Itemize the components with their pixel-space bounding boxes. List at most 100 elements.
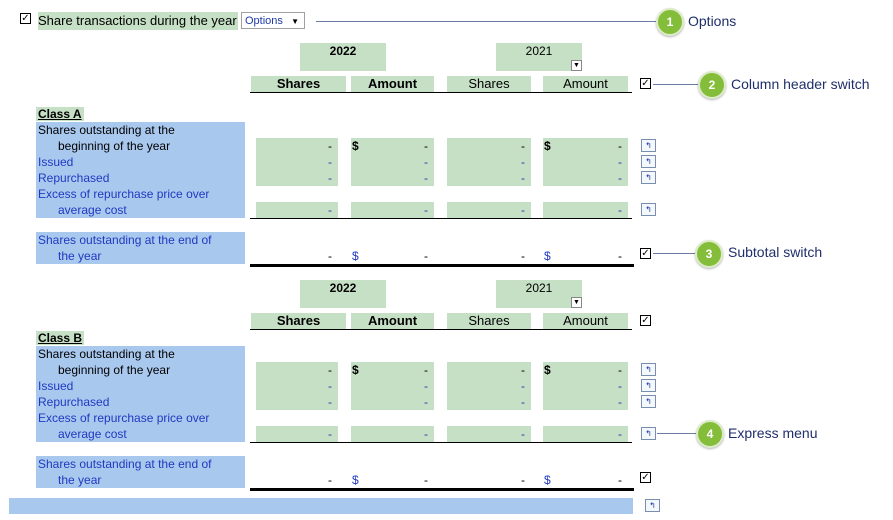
class-a-r2-c1[interactable]: - bbox=[328, 155, 332, 169]
col-header-shares-prior-a: Shares bbox=[447, 76, 531, 92]
express-menu-icon[interactable]: ↰ bbox=[641, 363, 656, 376]
class-b-r1-c3[interactable]: - bbox=[521, 363, 525, 377]
year-current-a: 2022 bbox=[300, 43, 386, 71]
callout-2-text: Column header switch bbox=[731, 76, 870, 92]
class-b-col1-block bbox=[256, 362, 338, 410]
chevron-down-icon: ▼ bbox=[291, 17, 299, 26]
express-menu-icon[interactable]: ↰ bbox=[641, 139, 656, 152]
class-b-col3-block bbox=[447, 362, 531, 410]
class-a-r1-c2[interactable]: $- bbox=[352, 139, 428, 153]
express-menu-icon[interactable]: ↰ bbox=[641, 395, 656, 408]
class-a-r1-c1[interactable]: - bbox=[328, 139, 332, 153]
options-button-label: Options bbox=[245, 15, 283, 27]
year-current-a-label: 2022 bbox=[329, 44, 357, 58]
class-a-total-rule bbox=[250, 264, 634, 267]
dropdown-arrow-icon[interactable]: ▼ bbox=[571, 60, 582, 71]
footer-add-row-bar[interactable] bbox=[9, 498, 633, 514]
express-menu-icon[interactable]: ↰ bbox=[641, 155, 656, 168]
class-a-issued-label[interactable]: Issued bbox=[38, 155, 74, 169]
class-b-row1-label2: beginning of the year bbox=[58, 363, 171, 377]
express-menu-icon[interactable]: ↰ bbox=[641, 427, 656, 440]
class-b-r1-c4[interactable]: $- bbox=[544, 363, 622, 377]
class-a-excess-label1[interactable]: Excess of repurchase price over bbox=[38, 187, 210, 201]
class-b-r4-c1[interactable]: - bbox=[256, 426, 338, 442]
class-b-r3-c1[interactable]: - bbox=[328, 395, 332, 409]
class-a-excess-label2[interactable]: average cost bbox=[58, 203, 127, 217]
class-b-r1-c2[interactable]: $- bbox=[352, 363, 428, 377]
class-a-repurchased-label[interactable]: Repurchased bbox=[38, 171, 110, 185]
class-a-r2-c3[interactable]: - bbox=[521, 155, 525, 169]
class-b-r2-c4[interactable]: - bbox=[618, 379, 622, 393]
class-b-total-c3: - bbox=[521, 473, 525, 487]
class-b-total-c2: $- bbox=[352, 473, 428, 487]
class-b-excess-label2[interactable]: average cost bbox=[58, 427, 127, 441]
express-menu-icon[interactable]: ↰ bbox=[641, 171, 656, 184]
express-menu-icon[interactable]: ↰ bbox=[645, 499, 660, 512]
class-a-row1-label2: beginning of the year bbox=[58, 139, 171, 153]
col-header-amount-prior-b: Amount bbox=[543, 313, 628, 329]
class-a-subtotal-rule bbox=[250, 218, 632, 219]
class-a-total-c3: - bbox=[521, 249, 525, 263]
callout-2-badge: 2 bbox=[698, 71, 726, 99]
class-b-r2-c2[interactable]: - bbox=[424, 379, 428, 393]
class-b-total-label1[interactable]: Shares outstanding at the end of bbox=[38, 457, 212, 471]
callout-1-text: Options bbox=[688, 13, 737, 29]
class-b-r1-c1[interactable]: - bbox=[328, 363, 332, 377]
col-header-amount-current-b: Amount bbox=[351, 313, 434, 329]
col-header-shares-current-a: Shares bbox=[251, 76, 346, 92]
class-b-row1-label1: Shares outstanding at the bbox=[38, 347, 175, 361]
class-b-r3-c4[interactable]: - bbox=[618, 395, 622, 409]
section-checkbox[interactable]: ✓ bbox=[20, 13, 31, 24]
section-title: Share transactions during the year bbox=[38, 12, 238, 30]
class-b-label-block bbox=[36, 346, 245, 442]
subtotal-switch-b[interactable]: ✓ bbox=[640, 472, 651, 483]
dropdown-arrow-icon[interactable]: ▼ bbox=[571, 297, 582, 308]
class-a-r4-c1[interactable]: - bbox=[256, 202, 338, 218]
express-menu-icon[interactable]: ↰ bbox=[641, 203, 656, 216]
class-a-r4-c4[interactable]: - bbox=[543, 202, 628, 218]
class-b-total-c1: - bbox=[328, 473, 332, 487]
class-a-r1-c3[interactable]: - bbox=[521, 139, 525, 153]
class-b-r4-c2[interactable]: - bbox=[351, 426, 434, 442]
class-a-r3-c2[interactable]: - bbox=[424, 171, 428, 185]
year-prior-b[interactable]: 2021 ▼ bbox=[496, 280, 582, 308]
header-rule-a bbox=[250, 92, 632, 93]
class-a-col1-block bbox=[256, 138, 338, 186]
class-b-r3-c2[interactable]: - bbox=[424, 395, 428, 409]
class-a-total-label1[interactable]: Shares outstanding at the end of bbox=[38, 233, 212, 247]
class-a-col4-block bbox=[543, 138, 628, 186]
class-b-total-rule bbox=[250, 488, 634, 491]
class-a-r4-c3[interactable]: - bbox=[447, 202, 531, 218]
subtotal-switch-a[interactable]: ✓ bbox=[640, 248, 651, 259]
class-b-subtotal-rule bbox=[250, 442, 632, 443]
class-b-repurchased-label[interactable]: Repurchased bbox=[38, 395, 110, 409]
class-a-r4-c2[interactable]: - bbox=[351, 202, 434, 218]
callout-4-badge: 4 bbox=[696, 420, 724, 448]
class-b-r2-c3[interactable]: - bbox=[521, 379, 525, 393]
class-a-total-c2: $- bbox=[352, 249, 428, 263]
class-a-total-label2[interactable]: the year bbox=[58, 249, 102, 263]
class-a-r3-c4[interactable]: - bbox=[618, 171, 622, 185]
express-menu-icon[interactable]: ↰ bbox=[641, 379, 656, 392]
class-b-title: Class B bbox=[36, 331, 85, 345]
column-header-switch-a[interactable]: ✓ bbox=[640, 78, 651, 89]
class-b-excess-label1[interactable]: Excess of repurchase price over bbox=[38, 411, 210, 425]
options-button[interactable]: Options ▼ bbox=[241, 12, 305, 29]
class-b-r4-c3[interactable]: - bbox=[447, 426, 531, 442]
class-a-r3-c3[interactable]: - bbox=[521, 171, 525, 185]
year-current-b-label: 2022 bbox=[329, 281, 357, 295]
col-header-amount-current-a: Amount bbox=[351, 76, 434, 92]
class-b-r2-c1[interactable]: - bbox=[328, 379, 332, 393]
class-a-r3-c1[interactable]: - bbox=[328, 171, 332, 185]
class-b-total-label2[interactable]: the year bbox=[58, 473, 102, 487]
column-header-switch-b[interactable]: ✓ bbox=[640, 315, 651, 326]
class-b-r4-c4[interactable]: - bbox=[543, 426, 628, 442]
callout-3-line bbox=[653, 253, 696, 254]
class-a-row1-label1: Shares outstanding at the bbox=[38, 123, 175, 137]
class-a-r2-c4[interactable]: - bbox=[618, 155, 622, 169]
class-a-r2-c2[interactable]: - bbox=[424, 155, 428, 169]
year-prior-a[interactable]: 2021 ▼ bbox=[496, 43, 582, 71]
class-a-r1-c4[interactable]: $- bbox=[544, 139, 622, 153]
class-b-issued-label[interactable]: Issued bbox=[38, 379, 74, 393]
class-b-r3-c3[interactable]: - bbox=[521, 395, 525, 409]
